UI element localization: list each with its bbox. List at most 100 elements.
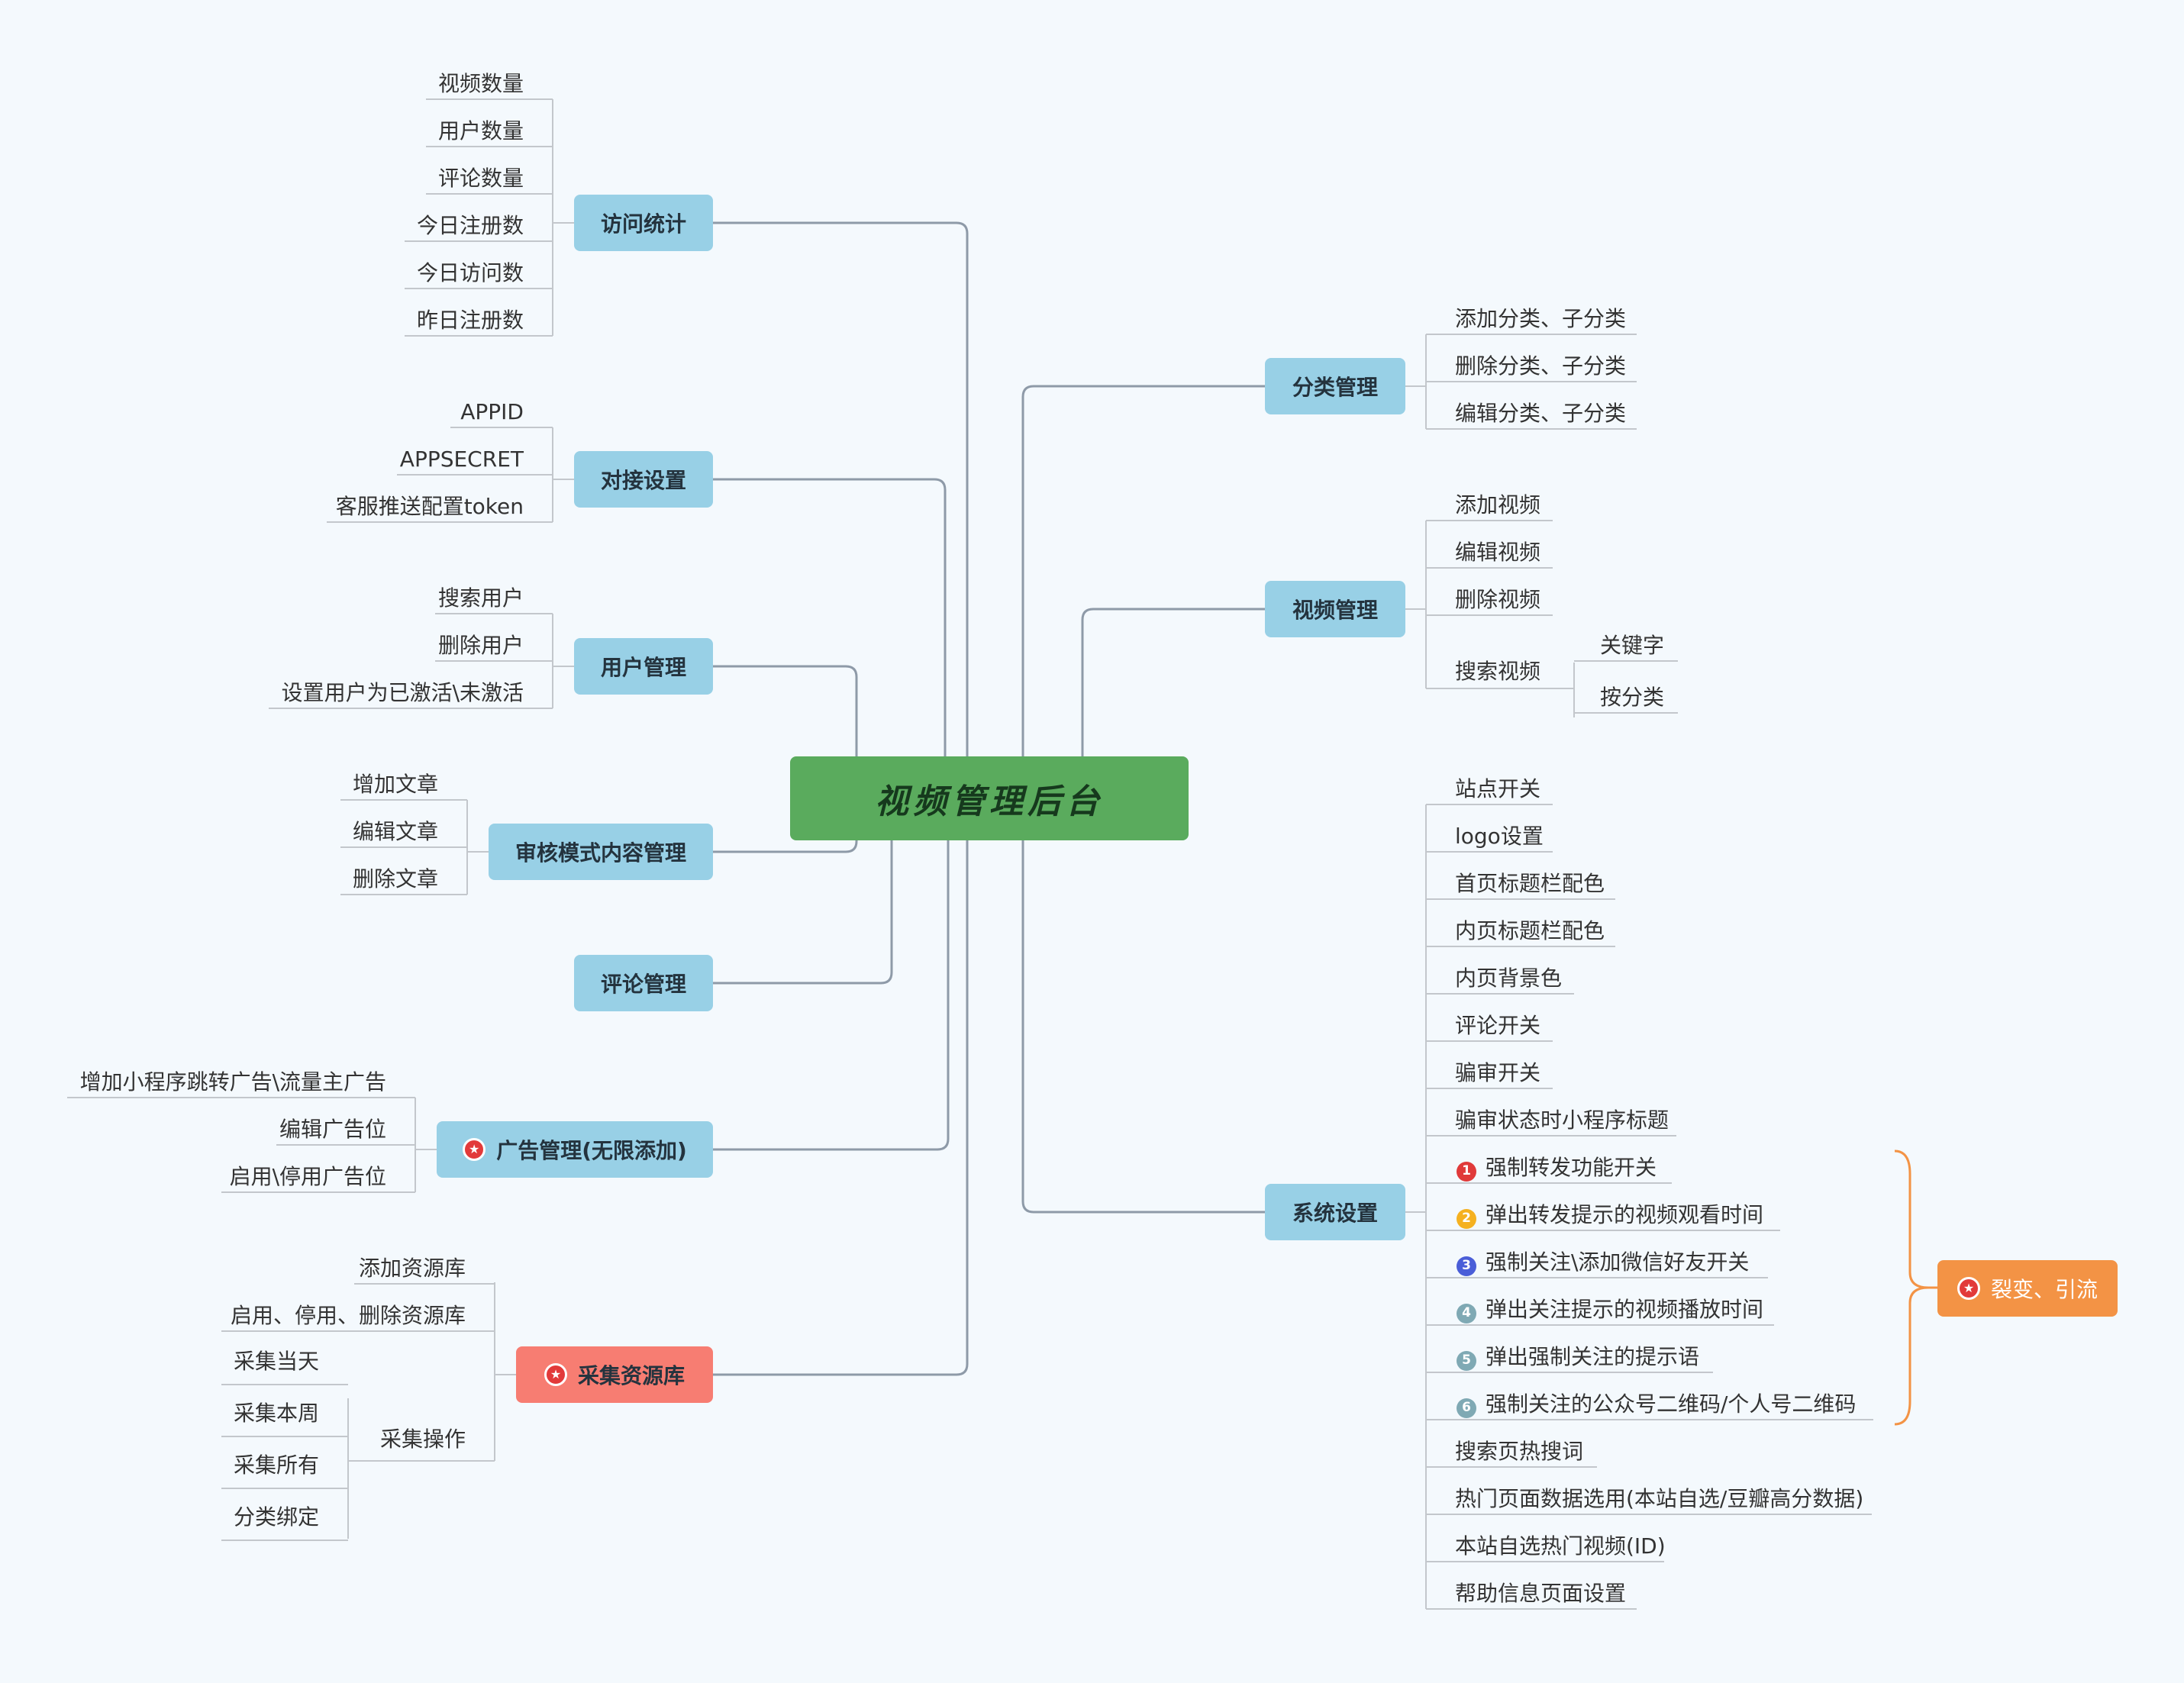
leaf-item[interactable]: 添加分类、子分类 [1455,306,1627,331]
root-node[interactable]: 视频管理后台 [790,756,1189,840]
branch-label: 广告管理(无限添加) [496,1138,687,1163]
branch-collect[interactable]: ★采集资源库 [516,1346,713,1403]
leaf-item[interactable]: 评论开关 [1455,1013,1540,1039]
leaf-label: 站点开关 [1455,776,1541,801]
leaf-label: 搜索页热搜词 [1455,1439,1584,1464]
leaf-item[interactable]: 关键字 [1600,633,1665,658]
leaf-item[interactable]: 骗审状态时小程序标题 [1455,1107,1669,1133]
bracket-visit [552,99,574,336]
leaf-item[interactable]: 编辑文章 [352,819,438,844]
leaf-search-video[interactable]: 搜索视频 [1455,659,1541,684]
bracket-system [1405,804,1427,1609]
leaf-item[interactable]: 搜索用户 [437,585,524,611]
bracket-category [1405,334,1427,429]
star-icon: ★ [463,1138,486,1161]
branch-label: 分类管理 [1292,375,1378,400]
priority-4-icon: 4 [1457,1303,1476,1324]
priority-2-icon: 2 [1457,1208,1476,1229]
leaf-item[interactable]: 按分类 [1600,685,1665,710]
leaf-label: 骗审状态时小程序标题 [1455,1107,1669,1133]
leaf-item[interactable]: 启用、停用、删除资源库 [230,1303,466,1328]
connector-audit [713,840,858,853]
leaf-label: 弹出关注提示的视频播放时间 [1486,1297,1764,1322]
leaf-item[interactable]: 骗审开关 [1455,1060,1540,1086]
leaf-item[interactable]: 编辑视频 [1455,540,1541,565]
bracket-ads [415,1098,437,1192]
leaf-label: 内页背景色 [1455,966,1563,991]
leaf-item[interactable]: 删除分类、子分类 [1455,353,1627,379]
leaf-item[interactable]: APPID [460,399,524,424]
branch-label: 对接设置 [600,468,686,493]
leaf-item[interactable]: 添加资源库 [358,1256,466,1281]
leaf-item[interactable]: 删除用户 [437,633,524,658]
leaf-item[interactable]: 增加小程序跳转广告\流量主广告 [79,1069,386,1095]
leaf-item[interactable]: 首页标题栏配色 [1455,871,1605,897]
branch-label: 访问统计 [600,211,686,237]
leaf-item[interactable]: 4 弹出关注提示的视频播放时间 [1457,1297,1763,1324]
leaf-item[interactable]: 今日访问数 [416,260,524,285]
leaf-item[interactable]: 今日注册数 [416,213,524,238]
star-icon: ★ [1957,1277,1980,1300]
connector-category [1021,385,1265,756]
branch-system[interactable]: 系统设置 [1265,1184,1405,1240]
leaf-collect-ops[interactable]: 采集操作 [379,1427,466,1452]
leaf-item[interactable]: 帮助信息页面设置 [1455,1581,1626,1607]
leaf-item[interactable]: 采集本周 [233,1401,319,1426]
leaf-label: 强制关注的公众号二维码/个人号二维码 [1486,1391,1857,1417]
leaf-label: 首页标题栏配色 [1455,871,1605,896]
bracket-users [552,614,574,708]
branch-users[interactable]: 用户管理 [574,638,713,695]
leaf-label: 强制转发功能开关 [1486,1155,1657,1180]
leaf-item[interactable]: 编辑分类、子分类 [1455,401,1627,426]
branch-category[interactable]: 分类管理 [1265,358,1405,414]
branch-label: 采集资源库 [577,1363,685,1388]
leaf-item[interactable]: logo设置 [1455,824,1544,850]
leaf-item[interactable]: 启用\停用广告位 [229,1164,386,1189]
leaf-item[interactable]: 设置用户为已激活\未激活 [281,680,524,705]
leaf-item[interactable]: 用户数量 [437,118,524,143]
leaf-item[interactable]: 内页标题栏配色 [1455,918,1605,944]
branch-audit[interactable]: 审核模式内容管理 [489,824,713,880]
branch-connect[interactable]: 对接设置 [574,451,713,508]
connector-visit [713,221,969,756]
priority-3-icon: 3 [1457,1256,1476,1276]
fission-node[interactable]: ★裂变、引流 [1937,1260,2118,1317]
bracket-connect [552,427,574,522]
bracket-collect [494,1282,516,1461]
curly-brace [1894,1149,1929,1426]
leaf-item[interactable]: 昨日注册数 [416,308,524,333]
branch-visit-stats[interactable]: 访问统计 [574,195,713,251]
branch-comments[interactable]: 评论管理 [574,955,713,1011]
leaf-item[interactable]: APPSECRET [399,447,524,472]
bracket-video [1405,521,1427,688]
leaf-item[interactable]: 站点开关 [1455,776,1540,802]
connector-collect [713,840,969,1376]
leaf-item[interactable]: 采集当天 [233,1349,319,1374]
leaf-item[interactable]: 编辑广告位 [279,1117,386,1142]
leaf-item[interactable]: 搜索页热搜词 [1455,1439,1583,1465]
branch-video[interactable]: 视频管理 [1265,581,1405,637]
bracket-audit [466,800,489,895]
leaf-item[interactable]: 内页背景色 [1455,966,1562,991]
leaf-item[interactable]: 增加文章 [352,772,438,797]
leaf-item[interactable]: 客服推送配置token [335,494,524,519]
branch-label: 审核模式内容管理 [515,840,686,866]
leaf-item[interactable]: 分类绑定 [233,1504,319,1530]
leaf-item[interactable]: 热门页面数据选用(本站自选/豆瓣高分数据) [1455,1486,1863,1512]
leaf-item[interactable]: 添加视频 [1455,492,1541,517]
leaf-item[interactable]: 删除文章 [352,866,438,891]
leaf-item[interactable]: 评论数量 [437,166,524,191]
leaf-item[interactable]: 视频数量 [437,71,524,96]
leaf-item[interactable]: 本站自选热门视频(ID) [1455,1533,1666,1559]
leaf-item[interactable]: 采集所有 [233,1452,319,1478]
branch-ads[interactable]: ★ 广告管理(无限添加) [437,1121,713,1178]
leaf-item[interactable]: 删除视频 [1455,587,1541,612]
priority-5-icon: 5 [1457,1350,1476,1371]
branch-label: 评论管理 [600,972,686,997]
